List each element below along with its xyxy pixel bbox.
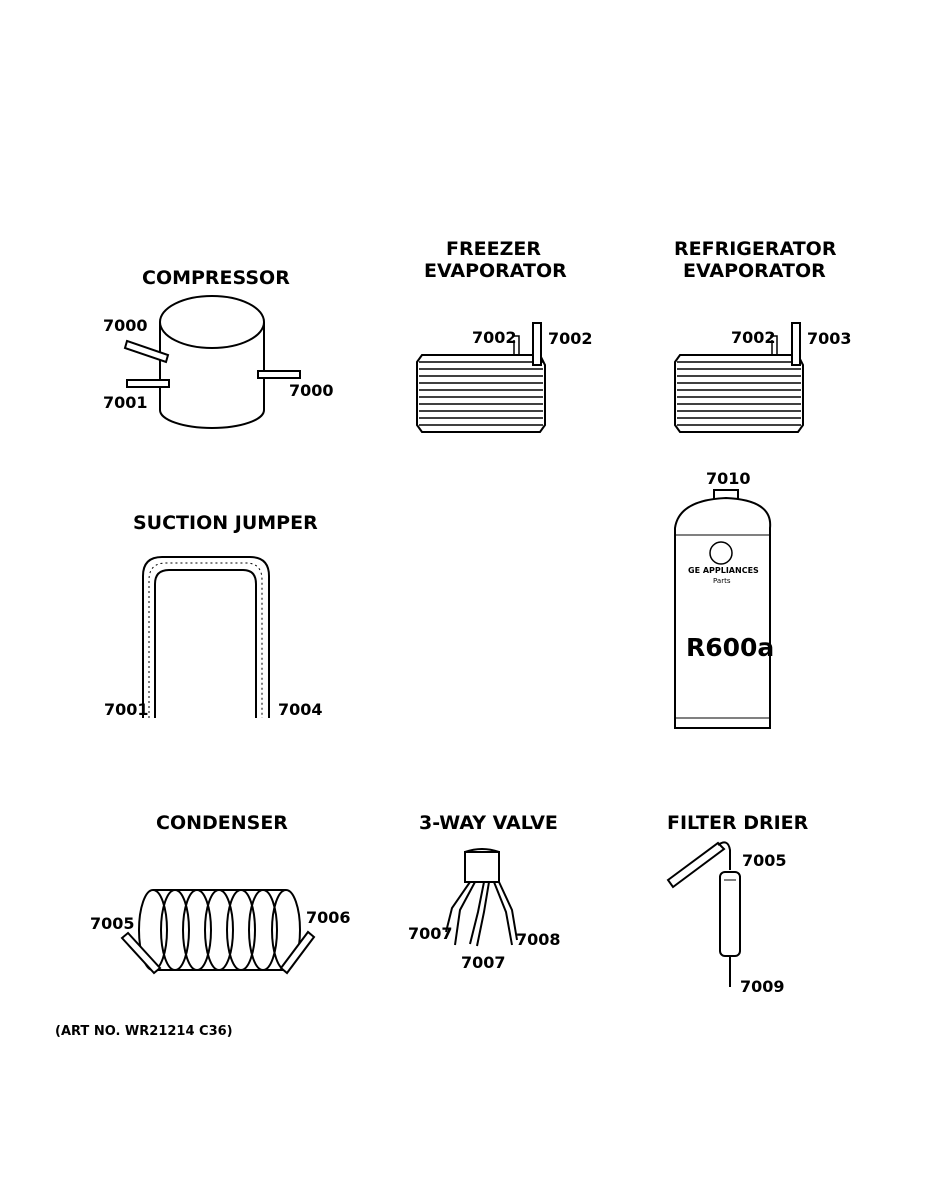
part-number-label: 7007 [408, 924, 453, 943]
can-brand-text: GE APPLIANCES [688, 566, 759, 575]
can-sub-text: Parts [713, 577, 731, 585]
compressor-drawing [123, 295, 301, 429]
part-number-label: 7003 [807, 329, 852, 348]
part-number-label: 7008 [516, 930, 561, 949]
art-number: (ART NO. WR21214 C36) [55, 1024, 233, 1039]
part-number-label: 7002 [731, 328, 776, 347]
part-number-label: 7009 [740, 977, 785, 996]
part-number-label: 7010 [706, 469, 751, 488]
part-number-label: 7002 [548, 329, 593, 348]
part-number-label: 7004 [278, 700, 323, 719]
filter-drier-title: FILTER DRIER [667, 812, 809, 834]
refrigerator-evaporator-drawing [674, 322, 804, 433]
part-number-label: 7005 [742, 851, 787, 870]
part-number-label: 7000 [103, 316, 148, 335]
freezer-evaporator-title-line2: EVAPORATOR [424, 260, 567, 282]
condenser-title: CONDENSER [156, 812, 288, 834]
part-number-label: 7001 [104, 700, 149, 719]
part-number-label: 7000 [289, 381, 334, 400]
freezer-evaporator-drawing [416, 322, 546, 433]
compressor-title: COMPRESSOR [142, 267, 290, 289]
part-number-label: 7007 [461, 953, 506, 972]
part-number-label: 7005 [90, 914, 135, 933]
suction-jumper-title: SUCTION JUMPER [133, 512, 318, 534]
filter-drier-drawing [666, 841, 741, 987]
freezer-evaporator-title-line1: FREEZER [446, 238, 541, 260]
part-number-label: 7006 [306, 908, 351, 927]
refrigerator-evaporator-title-line2: EVAPORATOR [683, 260, 826, 282]
part-number-label: 7002 [472, 328, 517, 347]
refrigerator-evaporator-title-line1: REFRIGERATOR [674, 238, 837, 260]
suction-jumper-drawing [142, 556, 270, 718]
part-number-label: 7001 [103, 393, 148, 412]
three-way-valve-drawing [445, 848, 518, 947]
can-gas-text: R600a [686, 633, 775, 662]
condenser-drawing [120, 889, 316, 975]
refrigerant-can-drawing [674, 489, 772, 729]
three-way-valve-title: 3-WAY VALVE [419, 812, 558, 834]
